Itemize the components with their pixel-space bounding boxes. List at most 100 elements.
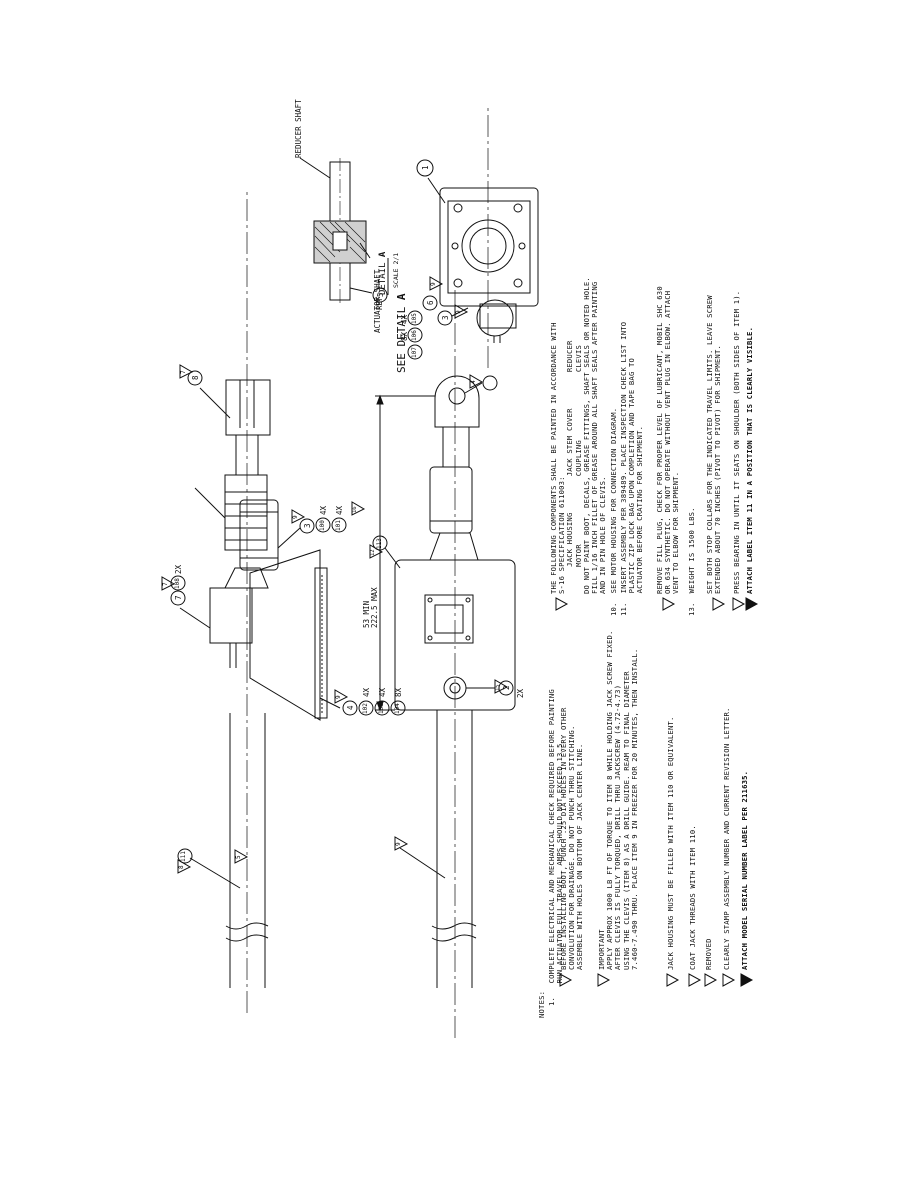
balloon-text-100: 100 [319,520,326,531]
leader-top-5 [277,527,301,549]
balloon-text-1: 1 [421,165,430,170]
flag-tri-12 [369,544,384,559]
note-8: ATTACH MODEL SERIAL NUMBER LABEL PER 211… [740,770,749,970]
balloon-1 [416,159,434,177]
flag-tri-9c [394,836,409,851]
flag-text-9b: 9 [335,695,342,699]
leader-top-6 [319,697,341,709]
note-9: THE FOLLOWING COMPONENTS SHALL BE PAINTE… [549,277,608,594]
nflag-15 [732,597,746,611]
balloon-111 [177,848,193,864]
balloon-text-108: 108 [174,578,181,589]
leader-side-1 [399,847,446,879]
balloon-text-106: 106 [411,330,418,341]
side-plate-hole3 [465,635,471,641]
end-gearbox [479,303,517,329]
balloon-text-3b: 3 [441,315,450,320]
flag-tri-5a [234,849,249,864]
see-detail-letter: A [395,293,408,301]
leader-detail-2 [349,287,373,294]
top-motor [239,499,279,571]
note-7: CLEARLY STAMP ASSEMBLY NUMBER AND CURREN… [722,707,731,970]
nflag-14 [712,597,726,611]
qty-4x-102: 4X [362,687,371,697]
flag-text-9e: 9 [430,282,437,286]
balloon-text-4: 4 [346,705,355,710]
qty-4x-100: 4X [319,505,328,515]
nflag-5 [688,973,702,987]
note-flags [555,597,759,987]
qty-4x-103: 4X [378,687,387,697]
leader-top-2 [179,607,211,629]
flag-tri-9d [454,304,469,319]
balloon-text-7: 7 [174,595,183,600]
side-plate-hole4 [465,597,471,603]
note-5: COAT JACK THREADS WITH ITEM 110. [688,825,697,970]
end-hole6 [518,242,526,250]
flag-text-4: 4 [470,380,477,384]
balloon-text-2: 2 [502,685,511,690]
balloon-text-6: 6 [426,300,435,305]
note-4: JACK HOUSING MUST BE FILLED WITH ITEM 11… [666,716,675,970]
detail-title-letter: A [378,251,388,258]
side-plate-hole1 [427,635,433,641]
balloon-101 [331,517,347,533]
notes-right: THE FOLLOWING COMPONENTS SHALL BE PAINTE… [540,196,770,616]
flag-tri-16 [351,501,366,516]
dim-max-label: 222.5 MAX [370,587,379,628]
balloon-text-102: 102 [362,703,369,714]
note-2: BEFORE INSTALLING BOOT, PUNCH .25 DIA HO… [559,707,585,970]
flag-text-8: 8 [178,865,185,869]
balloon-text-111: 111 [180,851,187,862]
side-view [375,288,516,1038]
balloon-3-top [299,518,315,534]
end-hole1 [453,278,463,288]
detail-a [299,157,373,303]
balloon-text-101: 101 [335,520,342,531]
nflag-2 [559,973,573,987]
leader-side-4 [464,382,483,394]
flag-tri-9a [291,509,306,524]
end-hole5 [451,242,459,250]
balloon-text-8: 8 [191,375,200,380]
note-13: 13. WEIGHT IS 1500 LBS. [687,507,696,616]
balloon-8 [187,370,203,386]
side-clevis [434,375,480,428]
balloon-113 [372,535,388,551]
end-bore-in [469,227,507,265]
note-10: 10. SEE MOTOR HOUSING FOR CONNECTION DIA… [609,407,618,616]
note-15: PRESS BEARING IN UNTIL IT SEATS ON SHOUL… [732,290,741,594]
leader-end-1 [427,177,446,204]
flag-text-12: 12 [370,549,376,556]
note-3: IMPORTANT APPLY APPROX 1000 LB FT OF TOR… [597,630,639,970]
flag-tri-4 [469,374,484,389]
qty-4x-105: 4X [400,314,409,324]
flag-text-9a: 9 [292,515,299,519]
balloon-7 [170,590,186,606]
flag-text-9c: 9 [395,842,402,846]
balloon-104 [390,700,406,716]
balloon-5 [372,287,388,303]
detail-scale-label: SCALE 2/1 [392,252,400,288]
qty-2x-side: 2X [516,688,525,698]
qty-8x-106: 8X [400,331,409,341]
end-housing-inner [447,200,531,294]
nflag-8 [740,973,754,987]
balloon-108 [170,575,186,591]
qty-2x-top: 2X [174,564,183,574]
top-housing [249,549,321,721]
side-housing-plate [424,594,474,644]
side-coupling [429,532,479,561]
flag-tri-7b [179,364,194,379]
flag-tri-9e [429,276,444,291]
dim-arrow-left [376,701,384,712]
balloon-text-5: 5 [376,292,385,297]
balloon-6 [422,295,438,311]
balloon-text-107: 107 [411,347,418,358]
reducer-shaft-label: REDUCER SHAFT [294,99,303,158]
top-view [179,188,341,1013]
flag-text-16: 16 [352,506,358,513]
end-hole4 [513,203,523,213]
